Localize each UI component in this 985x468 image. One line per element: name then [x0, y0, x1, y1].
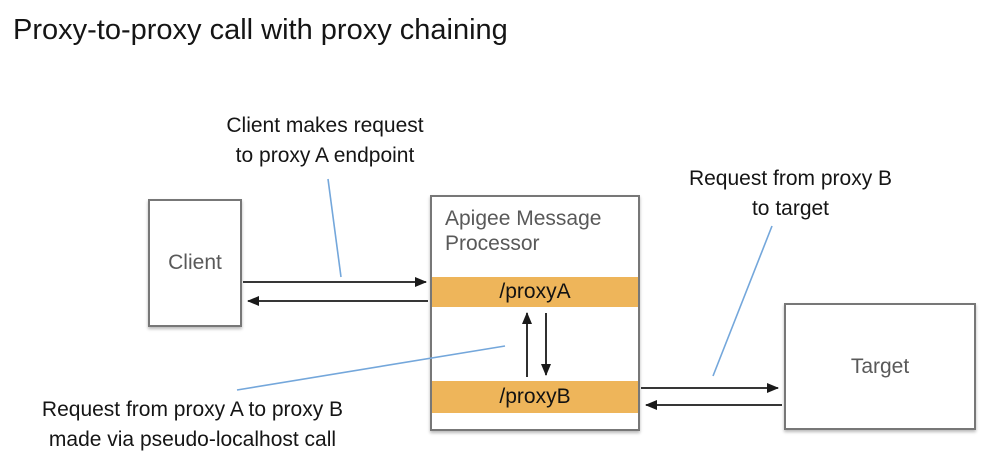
proxyb-label: /proxyB: [499, 385, 571, 408]
annotation-client-request: Client makes request to proxy A endpoint: [226, 114, 424, 168]
proxya-label: /proxyA: [499, 280, 571, 303]
apigee-label: Apigee Message Processor: [445, 207, 602, 255]
diagram-title: Proxy-to-proxy call with proxy chaining: [13, 14, 508, 46]
annotation-proxya-to-proxyb: Request from proxy A to proxy B made via…: [41, 398, 344, 452]
annotation-proxyb-to-target: Request from proxy B to target: [688, 167, 893, 221]
apigee-message-processor-node: Apigee Message Processor /proxyA /proxyB: [430, 195, 640, 431]
target-label: Target: [850, 354, 910, 378]
client-node: Client: [148, 199, 242, 327]
leader-line-client-request: [327, 178, 342, 278]
client-label: Client: [168, 251, 222, 274]
leader-line-proxyb-target: [712, 225, 773, 377]
target-node: Target: [784, 303, 976, 430]
proxyb-endpoint-bar: /proxyB: [432, 381, 638, 413]
proxya-endpoint-bar: /proxyA: [432, 277, 638, 307]
